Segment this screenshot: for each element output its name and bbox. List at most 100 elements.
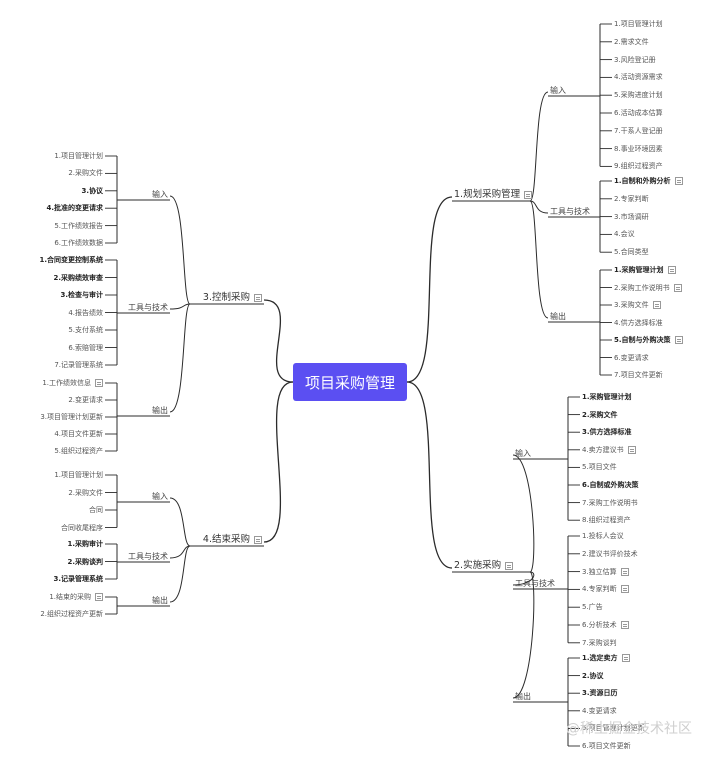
- leaf-item[interactable]: 3.采购文件: [614, 301, 661, 310]
- note-icon[interactable]: [95, 593, 103, 601]
- leaf-item[interactable]: 6.分析技术: [582, 621, 629, 630]
- note-icon[interactable]: [674, 177, 683, 185]
- note-icon[interactable]: [95, 379, 103, 387]
- leaf-item[interactable]: 8.组织过程资产: [582, 516, 631, 525]
- leaf-item[interactable]: 3.风险登记册: [614, 55, 656, 64]
- note-icon[interactable]: [667, 266, 676, 274]
- group-label[interactable]: 输出: [515, 692, 531, 701]
- leaf-item[interactable]: 4.项目文件更新: [54, 430, 103, 438]
- leaf-item[interactable]: 6.索赔管理: [68, 343, 103, 352]
- leaf-item[interactable]: 7.记录管理系统: [54, 361, 103, 369]
- leaf-item[interactable]: 2.采购绩效审查: [53, 273, 103, 282]
- leaf-item[interactable]: 6.活动成本估算: [614, 109, 663, 117]
- leaf-item[interactable]: 1.项目管理计划: [614, 20, 663, 28]
- leaf-item[interactable]: 6.项目文件更新: [582, 742, 631, 750]
- leaf-item[interactable]: 5.支付系统: [68, 326, 103, 334]
- leaf-item[interactable]: 3.市场调研: [614, 212, 649, 221]
- leaf-item[interactable]: 5.采购进度计划: [614, 91, 663, 100]
- leaf-item[interactable]: 2.专家判断: [614, 194, 649, 203]
- note-icon[interactable]: [621, 654, 630, 662]
- leaf-item[interactable]: 5.项目管理计划更新: [582, 724, 645, 733]
- leaf-item[interactable]: 1.项目管理计划: [54, 471, 103, 479]
- leaf-item[interactable]: 7.干系人登记册: [614, 126, 663, 135]
- leaf-item[interactable]: 7.采购工作说明书: [582, 498, 638, 507]
- leaf-item[interactable]: 4.报告绩效: [68, 308, 103, 317]
- leaf-item[interactable]: 1.采购管理计划: [582, 393, 632, 401]
- leaf-item[interactable]: 3.记录管理系统: [53, 575, 103, 583]
- group-label[interactable]: 输入: [152, 492, 168, 501]
- leaf-item[interactable]: 6.工作绩效数据: [54, 239, 103, 247]
- leaf-item[interactable]: 4.卖方建议书: [582, 445, 636, 455]
- branch-label[interactable]: 3.控制采购: [203, 292, 262, 304]
- leaf-item[interactable]: 3.独立估算: [582, 567, 629, 577]
- leaf-item[interactable]: 8.事业环境因素: [614, 144, 663, 153]
- group-label[interactable]: 工具与技术: [515, 579, 555, 588]
- leaf-item[interactable]: 2.建议书评价技术: [582, 549, 638, 558]
- leaf-item[interactable]: 2.组织过程资产更新: [40, 610, 103, 618]
- note-icon[interactable]: [620, 585, 629, 594]
- leaf-item[interactable]: 4.批准的变更请求: [46, 204, 103, 213]
- leaf-item[interactable]: 1.采购审计: [67, 540, 103, 548]
- leaf-item[interactable]: 5.广告: [582, 603, 603, 612]
- leaf-item[interactable]: 1.自制和外购分析: [614, 177, 683, 186]
- leaf-item[interactable]: 9.组织过程资产: [614, 162, 663, 171]
- note-icon[interactable]: [652, 301, 661, 309]
- note-icon[interactable]: [505, 561, 514, 570]
- leaf-item[interactable]: 7.项目文件更新: [614, 371, 663, 379]
- leaf-item[interactable]: 5.项目文件: [582, 463, 617, 472]
- leaf-item[interactable]: 2.采购文件: [68, 488, 103, 497]
- group-label[interactable]: 输出: [550, 312, 566, 321]
- leaf-item[interactable]: 4.活动资源需求: [614, 73, 663, 82]
- note-icon[interactable]: [254, 535, 262, 544]
- leaf-item[interactable]: 1.选定卖方: [582, 654, 630, 663]
- leaf-item[interactable]: 3.供方选择标准: [582, 428, 632, 437]
- leaf-item[interactable]: 2.需求文件: [614, 37, 649, 46]
- branch-label[interactable]: 4.结束采购: [203, 534, 262, 546]
- root-node[interactable]: 项目采购管理: [293, 363, 407, 401]
- group-label[interactable]: 工具与技术: [128, 303, 168, 312]
- leaf-item[interactable]: 4.供方选择标准: [614, 318, 663, 327]
- leaf-item[interactable]: 合同收尾程序: [61, 523, 103, 532]
- leaf-item[interactable]: 3.项目管理计划更新: [40, 413, 103, 421]
- leaf-item[interactable]: 1.合同变更控制系统: [39, 256, 103, 264]
- branch-label[interactable]: 2.实施采购: [454, 560, 514, 572]
- note-icon[interactable]: [673, 283, 682, 292]
- leaf-item[interactable]: 2.采购文件: [68, 169, 103, 178]
- leaf-item[interactable]: 5.组织过程资产: [54, 447, 103, 455]
- group-label[interactable]: 输出: [152, 406, 168, 415]
- group-label[interactable]: 工具与技术: [550, 207, 590, 216]
- note-icon[interactable]: [620, 621, 629, 629]
- leaf-item[interactable]: 1.投标人会议: [582, 532, 624, 540]
- group-label[interactable]: 工具与技术: [128, 552, 168, 561]
- group-label[interactable]: 输入: [152, 190, 168, 199]
- leaf-item[interactable]: 2.变更请求: [68, 396, 103, 404]
- leaf-item[interactable]: 3.检查与审计: [60, 291, 103, 299]
- note-icon[interactable]: [254, 293, 262, 302]
- leaf-item[interactable]: 合同: [89, 506, 103, 514]
- leaf-item[interactable]: 3.协议: [81, 186, 103, 195]
- note-icon[interactable]: [674, 336, 683, 344]
- group-label[interactable]: 输入: [515, 449, 531, 458]
- leaf-item[interactable]: 7.采购谈判: [582, 638, 617, 647]
- leaf-item[interactable]: 3.资源日历: [582, 689, 618, 698]
- note-icon[interactable]: [620, 567, 629, 576]
- leaf-item[interactable]: 4.变更请求: [582, 706, 617, 715]
- note-icon[interactable]: [627, 445, 636, 454]
- leaf-item[interactable]: 5.合同类型: [614, 248, 649, 257]
- leaf-item[interactable]: 4.专家判断: [582, 585, 629, 594]
- leaf-item[interactable]: 5.工作绩效报告: [54, 221, 103, 230]
- leaf-item[interactable]: 4.会议: [614, 230, 635, 239]
- leaf-item[interactable]: 1.采购管理计划: [614, 266, 676, 275]
- note-icon[interactable]: [524, 190, 533, 199]
- leaf-item[interactable]: 2.采购谈判: [67, 557, 103, 566]
- leaf-item[interactable]: 1.工作绩效信息: [42, 379, 103, 388]
- group-label[interactable]: 输入: [550, 86, 566, 95]
- leaf-item[interactable]: 2.采购文件: [582, 410, 618, 419]
- branch-label[interactable]: 1.规划采购管理: [454, 189, 533, 201]
- group-label[interactable]: 输出: [152, 596, 168, 605]
- leaf-item[interactable]: 6.变更请求: [614, 353, 649, 362]
- leaf-item[interactable]: 6.自制或外购决策: [582, 481, 639, 489]
- leaf-item[interactable]: 2.协议: [582, 671, 604, 680]
- leaf-item[interactable]: 5.自制与外购决策: [614, 336, 683, 345]
- leaf-item[interactable]: 1.项目管理计划: [54, 152, 103, 160]
